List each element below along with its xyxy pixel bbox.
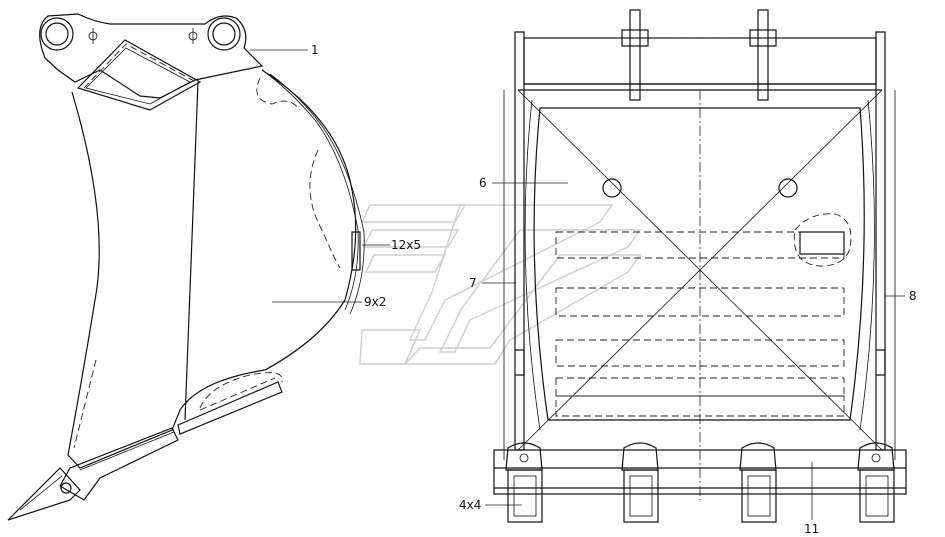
callout-7: 7	[469, 276, 477, 290]
callout-12x5: 12x5	[391, 238, 421, 252]
watermark-logo	[359, 204, 642, 365]
mounting-ear-left	[621, 9, 649, 101]
lift-hole-left	[602, 178, 622, 198]
mounting-ear-right	[749, 9, 777, 101]
callout-8: 8	[909, 289, 917, 303]
pin-hole-right-outer	[207, 17, 241, 51]
callout-11: 11	[804, 522, 819, 536]
tooth-3	[739, 442, 777, 523]
callout-6: 6	[479, 176, 487, 190]
tooth-1	[505, 442, 543, 523]
pin-hole-left-outer	[40, 17, 74, 51]
callout-1: 1	[311, 43, 319, 57]
callout-9x2: 9x2	[364, 295, 386, 309]
pin-hole-right-inner	[212, 22, 236, 46]
shank-outline	[67, 69, 357, 469]
leader-lines	[250, 49, 905, 520]
phi-symbol-right	[188, 28, 198, 44]
tooth-4	[857, 442, 895, 523]
tooth-2	[621, 442, 659, 523]
tooth-pin	[60, 482, 72, 494]
inner-bowl	[533, 107, 865, 421]
top-beam	[523, 37, 877, 85]
reinforcement-plate	[76, 39, 202, 111]
side-view	[7, 13, 365, 521]
tooth-tip	[7, 467, 81, 521]
callout-4x4: 4x4	[459, 498, 481, 512]
front-view	[493, 9, 907, 523]
lift-hole-right	[778, 178, 798, 198]
pin-hole-left-inner	[45, 22, 69, 46]
phi-symbol-left	[88, 28, 98, 44]
tooth-adapter	[59, 427, 179, 501]
mounting-bracket	[39, 13, 264, 99]
cutting-edge	[493, 449, 907, 495]
